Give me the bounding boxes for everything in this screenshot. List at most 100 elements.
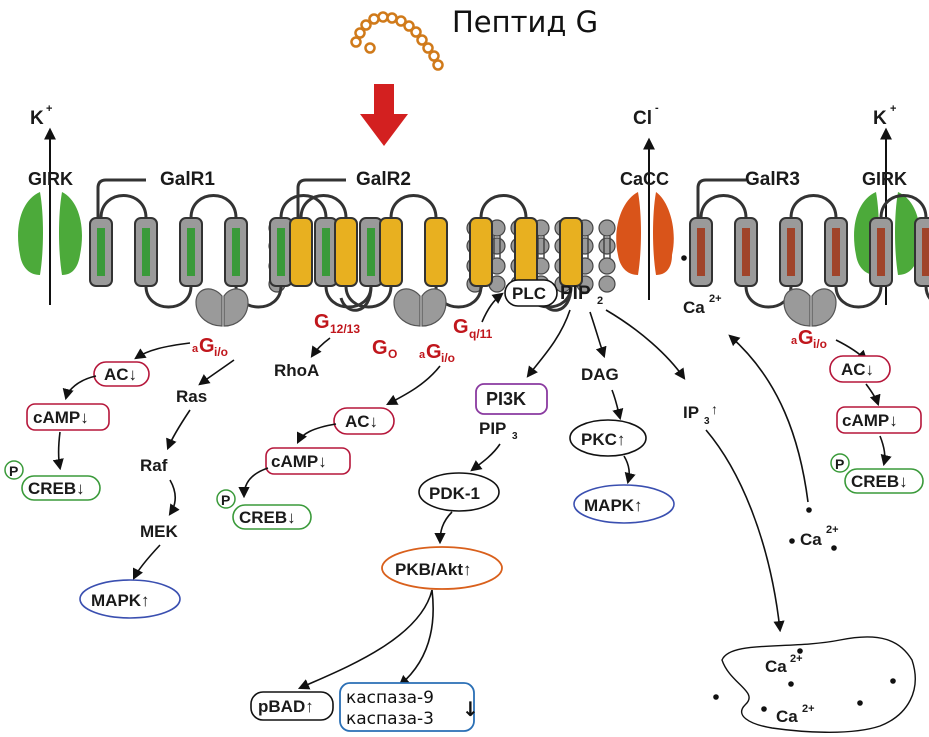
cacc-label: CaCC [620, 169, 669, 189]
left-p: P [9, 463, 18, 479]
arrow-ras-raf [166, 409, 191, 451]
ca-dot [797, 648, 803, 654]
pkb: PKB/Akt↑ [395, 560, 472, 579]
left-camp: cAMP↓ [33, 408, 89, 427]
ca-top-sup: 2+ [709, 293, 722, 305]
mid-p-circle [216, 489, 236, 509]
left-mapk-box [79, 579, 181, 619]
arrow-raf-mek [168, 479, 180, 516]
mid-camp: cAMP↓ [271, 452, 327, 471]
ion-k-left: K [30, 108, 44, 129]
left-creb: CREB↓ [28, 479, 85, 498]
arrow-right-ac-camp [865, 383, 881, 407]
arrow-g2-ac [386, 365, 441, 406]
cacc-channel [616, 192, 674, 275]
ion-k-right: K [873, 108, 887, 129]
caspase-9: каспаза-9 [346, 688, 434, 708]
peptide-chain [350, 11, 444, 71]
arrow-mid-camp-creb [238, 467, 269, 499]
ion-cl-sup: - [655, 102, 659, 114]
g1-prefix: a [192, 343, 199, 355]
ca-mid: Ca [800, 530, 822, 549]
pi3k: PI3K [486, 389, 526, 409]
g3-main: G [798, 327, 814, 349]
arrow-pip2-pi3k [526, 309, 571, 378]
pkc-box [569, 419, 647, 457]
arrow-g1-ras [198, 359, 235, 386]
ca-dot [789, 538, 795, 544]
raf: Raf [140, 456, 168, 475]
right-creb: CREB↓ [851, 472, 908, 491]
arrow-g1-ac [134, 342, 191, 360]
pdk1: PDK-1 [429, 484, 480, 503]
er-compartment [721, 636, 916, 733]
galr3-receptor [689, 178, 929, 309]
g2-prefix: a [419, 349, 426, 361]
ca-dot [831, 545, 837, 551]
ion-cl: Cl [633, 108, 652, 129]
ca-er2: Ca [776, 707, 798, 726]
pip3-sub: 3 [512, 431, 518, 442]
ca-dot [806, 507, 812, 513]
left-camp-box [26, 403, 110, 431]
arrow-pip2-ip3 [605, 309, 686, 380]
rhoa: RhoA [274, 361, 319, 380]
galr2-label: GalR2 [356, 169, 411, 190]
pkc: PKC↑ [581, 430, 625, 449]
galr3-label: GalR3 [745, 169, 800, 190]
pi3k-box [475, 383, 548, 415]
receptors [89, 178, 929, 312]
caspase-box [339, 682, 475, 732]
right-camp: cAMP↓ [842, 411, 898, 430]
g-protein-1 [195, 288, 249, 327]
ca-dot [857, 700, 863, 706]
g1-sub: i/o [214, 345, 228, 359]
right-ac-box [829, 355, 891, 383]
ca-top: Ca [683, 298, 705, 317]
mid-camp-box [265, 447, 351, 475]
arrow-left-camp-creb [52, 431, 64, 471]
ca-dot [681, 255, 687, 261]
caspase-3: каспаза-3 [346, 709, 434, 729]
ip3-sub: 3 [704, 416, 710, 427]
ca-er2-sup: 2+ [802, 703, 815, 715]
red-down-arrow [360, 84, 408, 146]
gq-main: G [453, 316, 469, 338]
girk-left-label: GIRK [28, 169, 73, 189]
ion-k-left-sup: + [46, 103, 52, 115]
go-sub: O [388, 347, 397, 361]
arrow-pkb-pbad [297, 589, 433, 690]
mid-p: P [221, 492, 230, 508]
ip3: IP [683, 403, 699, 422]
dag: DAG [581, 365, 619, 384]
ca-mid-sup: 2+ [826, 524, 839, 536]
arrow-pkb-casp [398, 589, 434, 687]
arrow-pip2-dag [589, 311, 607, 359]
g3-sub: i/o [813, 337, 827, 351]
mid-creb: CREB↓ [239, 508, 296, 527]
arrow-pip3-pdk1 [470, 443, 501, 472]
arrow-right-camp-creb [879, 435, 892, 467]
g-protein-3 [783, 288, 837, 327]
pip2: PIP [560, 283, 591, 304]
pip3: PIP [479, 419, 506, 438]
arrow-left-ac-camp [62, 375, 97, 401]
g1213-sub: 12/13 [330, 322, 360, 336]
arrow-dag-pkc [611, 389, 624, 421]
galr2-receptor [289, 178, 583, 312]
g-protein-2 [393, 288, 447, 327]
ca-dot [713, 694, 719, 700]
mid-creb-box [232, 504, 312, 530]
left-ac: AC↓ [104, 365, 137, 384]
arrow-mid-ac-camp [296, 423, 337, 445]
mid-ac-box [333, 407, 395, 435]
arrow-mek-mapk [132, 544, 161, 581]
ca-dot [761, 706, 767, 712]
arrow-ca-in [728, 334, 809, 503]
arrow-pdk1-pkb [434, 511, 453, 545]
g2-sub: i/o [441, 351, 455, 365]
go-main: G [372, 337, 388, 359]
girk-left-channel [18, 192, 82, 275]
left-mapk: MAPK↑ [91, 591, 150, 610]
